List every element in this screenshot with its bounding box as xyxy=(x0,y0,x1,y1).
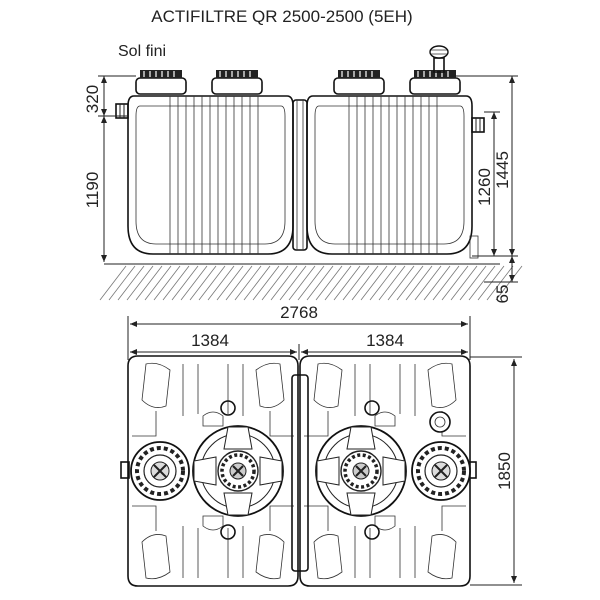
access-lid-1 xyxy=(129,440,191,502)
dim-cover-height: 320 xyxy=(83,85,102,113)
outlet-pipe xyxy=(471,117,485,133)
top-dimension-lines xyxy=(127,316,471,360)
riser-2 xyxy=(211,69,263,95)
vent-cap-icon xyxy=(429,45,449,73)
dim-base-depth: 65 xyxy=(493,285,512,304)
top-connector xyxy=(291,374,309,572)
ground-hatching xyxy=(99,263,523,301)
top-inlet-stub xyxy=(120,461,130,479)
tank-connector xyxy=(292,99,308,251)
riser-1 xyxy=(135,69,187,95)
right-dimension-lines xyxy=(456,75,518,283)
left-dimension-lines xyxy=(98,75,136,262)
left-tank-side xyxy=(127,95,294,255)
dim-total-length: 2768 xyxy=(280,303,318,322)
riser-4 xyxy=(409,69,461,95)
dim-total-height: 1445 xyxy=(493,151,512,189)
access-lid-4 xyxy=(410,440,472,502)
drawing-title: ACTIFILTRE QR 2500-2500 (5EH) xyxy=(151,7,412,26)
dim-half-length-right: 1384 xyxy=(366,331,404,350)
side-view: Sol fini xyxy=(83,43,523,304)
dim-width: 1850 xyxy=(495,452,514,490)
right-tank-side xyxy=(306,95,473,255)
vent-hole-1 xyxy=(220,400,236,416)
access-lid-2 xyxy=(191,424,285,518)
dim-outlet-height: 1260 xyxy=(475,168,494,206)
dim-half-length-left: 1384 xyxy=(191,331,229,350)
width-dimension-lines xyxy=(470,356,522,586)
access-lid-3 xyxy=(314,424,408,518)
vent-hole-3 xyxy=(364,400,380,416)
vent-hole-4 xyxy=(364,524,380,540)
vent-cap-top-icon xyxy=(429,411,451,433)
ground-label: Sol fini xyxy=(118,43,166,60)
base-foot xyxy=(469,235,479,259)
top-view: 2768 1384 1384 1850 xyxy=(120,303,522,587)
vent-hole-2 xyxy=(220,524,236,540)
dim-tank-height: 1190 xyxy=(83,172,102,209)
riser-3 xyxy=(333,69,385,95)
